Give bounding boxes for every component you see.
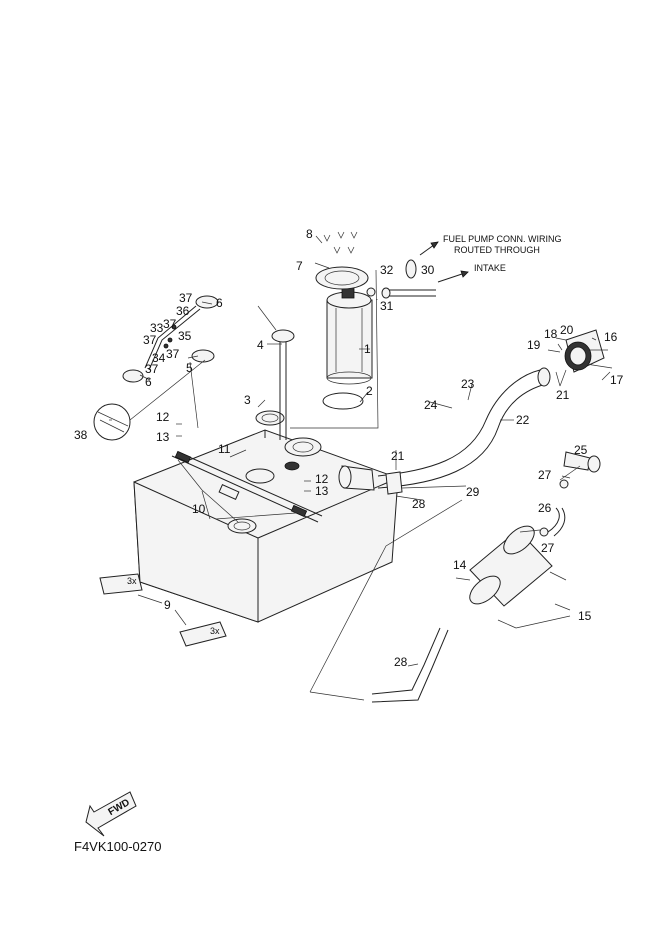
fuel-pump-wiring-note: FUEL PUMP CONN. WIRING (443, 234, 562, 244)
callout-19: 19 (527, 338, 541, 352)
fuel-hose (371, 627, 449, 703)
callout-20: 20 (560, 323, 574, 337)
callout-11: 11 (218, 442, 231, 456)
pad-label: 3x (210, 626, 220, 636)
callout-33: 33 (150, 321, 164, 335)
callout-32: 32 (380, 263, 394, 277)
callout-8: 8 (306, 227, 313, 241)
callout-18: 18 (544, 327, 558, 341)
callout-37d: 37 (166, 347, 180, 361)
callout-26: 26 (538, 501, 552, 515)
callout-6b: 6 (145, 375, 152, 389)
callout-14: 14 (453, 558, 467, 572)
callout-36: 36 (176, 304, 190, 318)
callout-15: 15 (578, 609, 592, 623)
leader-lines (109, 235, 611, 701)
callout-30: 30 (421, 263, 435, 277)
vent-valve-assembly (122, 295, 219, 383)
callout-12a: 12 (156, 410, 170, 424)
diagram-code: F4VK100-0270 (74, 839, 161, 854)
callout-34: 34 (152, 351, 166, 365)
callout-27b: 27 (541, 541, 555, 555)
callout-28b: 28 (394, 655, 408, 669)
callout-21b: 21 (391, 449, 405, 463)
callout-24: 24 (424, 398, 438, 412)
fuel-pump-module (315, 231, 373, 410)
callout-37c: 37 (143, 333, 157, 347)
tank-pads: 3x 3x (99, 573, 227, 647)
callout-21a: 21 (556, 388, 570, 402)
callout-4: 4 (257, 338, 264, 352)
intake-note: INTAKE (474, 263, 506, 273)
callout-35: 35 (178, 329, 192, 343)
callout-13a: 13 (156, 430, 170, 444)
callout-22: 22 (516, 413, 530, 427)
pad-label: 3x (127, 576, 137, 586)
callout-7: 7 (296, 259, 303, 273)
fitting-30-31-32 (366, 259, 436, 299)
callout-27a: 27 (538, 468, 552, 482)
callout-13b: 13 (315, 484, 329, 498)
callout-5: 5 (186, 361, 193, 375)
fittings (539, 451, 601, 537)
callout-37e: 37 (145, 362, 159, 376)
callout-3: 3 (244, 393, 251, 407)
callout-12b: 12 (315, 472, 329, 486)
detail-38 (93, 403, 131, 441)
fuel-pump-wiring-note-2: ROUTED THROUGH (454, 245, 540, 255)
callout-17: 17 (610, 373, 624, 387)
callout-31: 31 (380, 299, 394, 313)
callout-38: 38 (74, 428, 88, 442)
callout-9: 9 (164, 598, 171, 612)
callout-37b: 37 (163, 317, 177, 331)
fuel-sender (257, 305, 295, 440)
callout-28a: 28 (412, 497, 426, 511)
filler-hose (377, 367, 551, 495)
callout-23: 23 (461, 377, 475, 391)
callout-1: 1 (364, 342, 371, 356)
fwd-arrow: FWD (85, 791, 137, 837)
callout-10: 10 (192, 502, 206, 516)
fuel-tank (133, 410, 399, 623)
callout-37a: 37 (179, 291, 193, 305)
callout-25: 25 (574, 443, 588, 457)
note-arrows (419, 241, 469, 283)
filler-cap (547, 329, 613, 373)
callout-6a: 6 (216, 296, 223, 310)
callout-2: 2 (366, 384, 373, 398)
fuel-filter (469, 525, 567, 629)
callout-29: 29 (466, 485, 480, 499)
callout-16: 16 (604, 330, 618, 344)
